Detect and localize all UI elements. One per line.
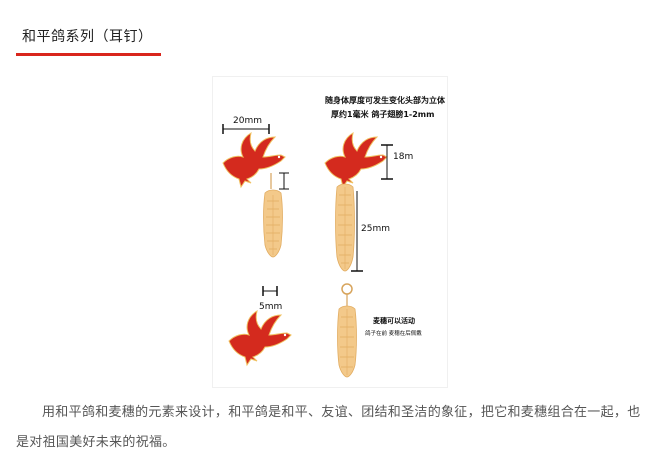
product-description: 用和平鸽和麦穗的元素来设计，和平鸽是和平、友谊、团结和圣洁的象征，把它和麦穗组合…	[16, 405, 641, 450]
dove-icon	[222, 132, 286, 188]
section-title: 和平鸽系列（耳钉）	[22, 29, 153, 45]
wheat-icon	[263, 189, 283, 258]
section-underline	[16, 53, 161, 56]
movable-subtitle: 鸽子在前 麦穗在后佩戴	[365, 329, 422, 337]
dim-gap-label: 5mm	[259, 302, 282, 312]
dim-width-label: 20mm	[233, 116, 262, 126]
note-line-1: 随身体厚度可发生变化头部为立体	[325, 95, 446, 105]
product-diagram-image: 随身体厚度可发生变化头部为立体 厚约1毫米 鸽子翅膀1-2mm 20mm 5mm	[212, 76, 448, 388]
dim-wheat-length-label: 25mm	[361, 224, 390, 234]
note-line-2: 厚约1毫米 鸽子翅膀1-2mm	[331, 109, 434, 119]
hook-ring-icon	[341, 283, 353, 295]
dove-icon	[324, 132, 388, 188]
dove-icon	[228, 310, 292, 366]
section-header: 和平鸽系列（耳钉）	[16, 26, 161, 56]
wheat-icon	[337, 305, 357, 378]
dim-dove-height-label: 18m	[393, 152, 413, 162]
movable-title: 麦穗可以活动	[373, 316, 415, 325]
wheat-icon	[335, 183, 355, 272]
